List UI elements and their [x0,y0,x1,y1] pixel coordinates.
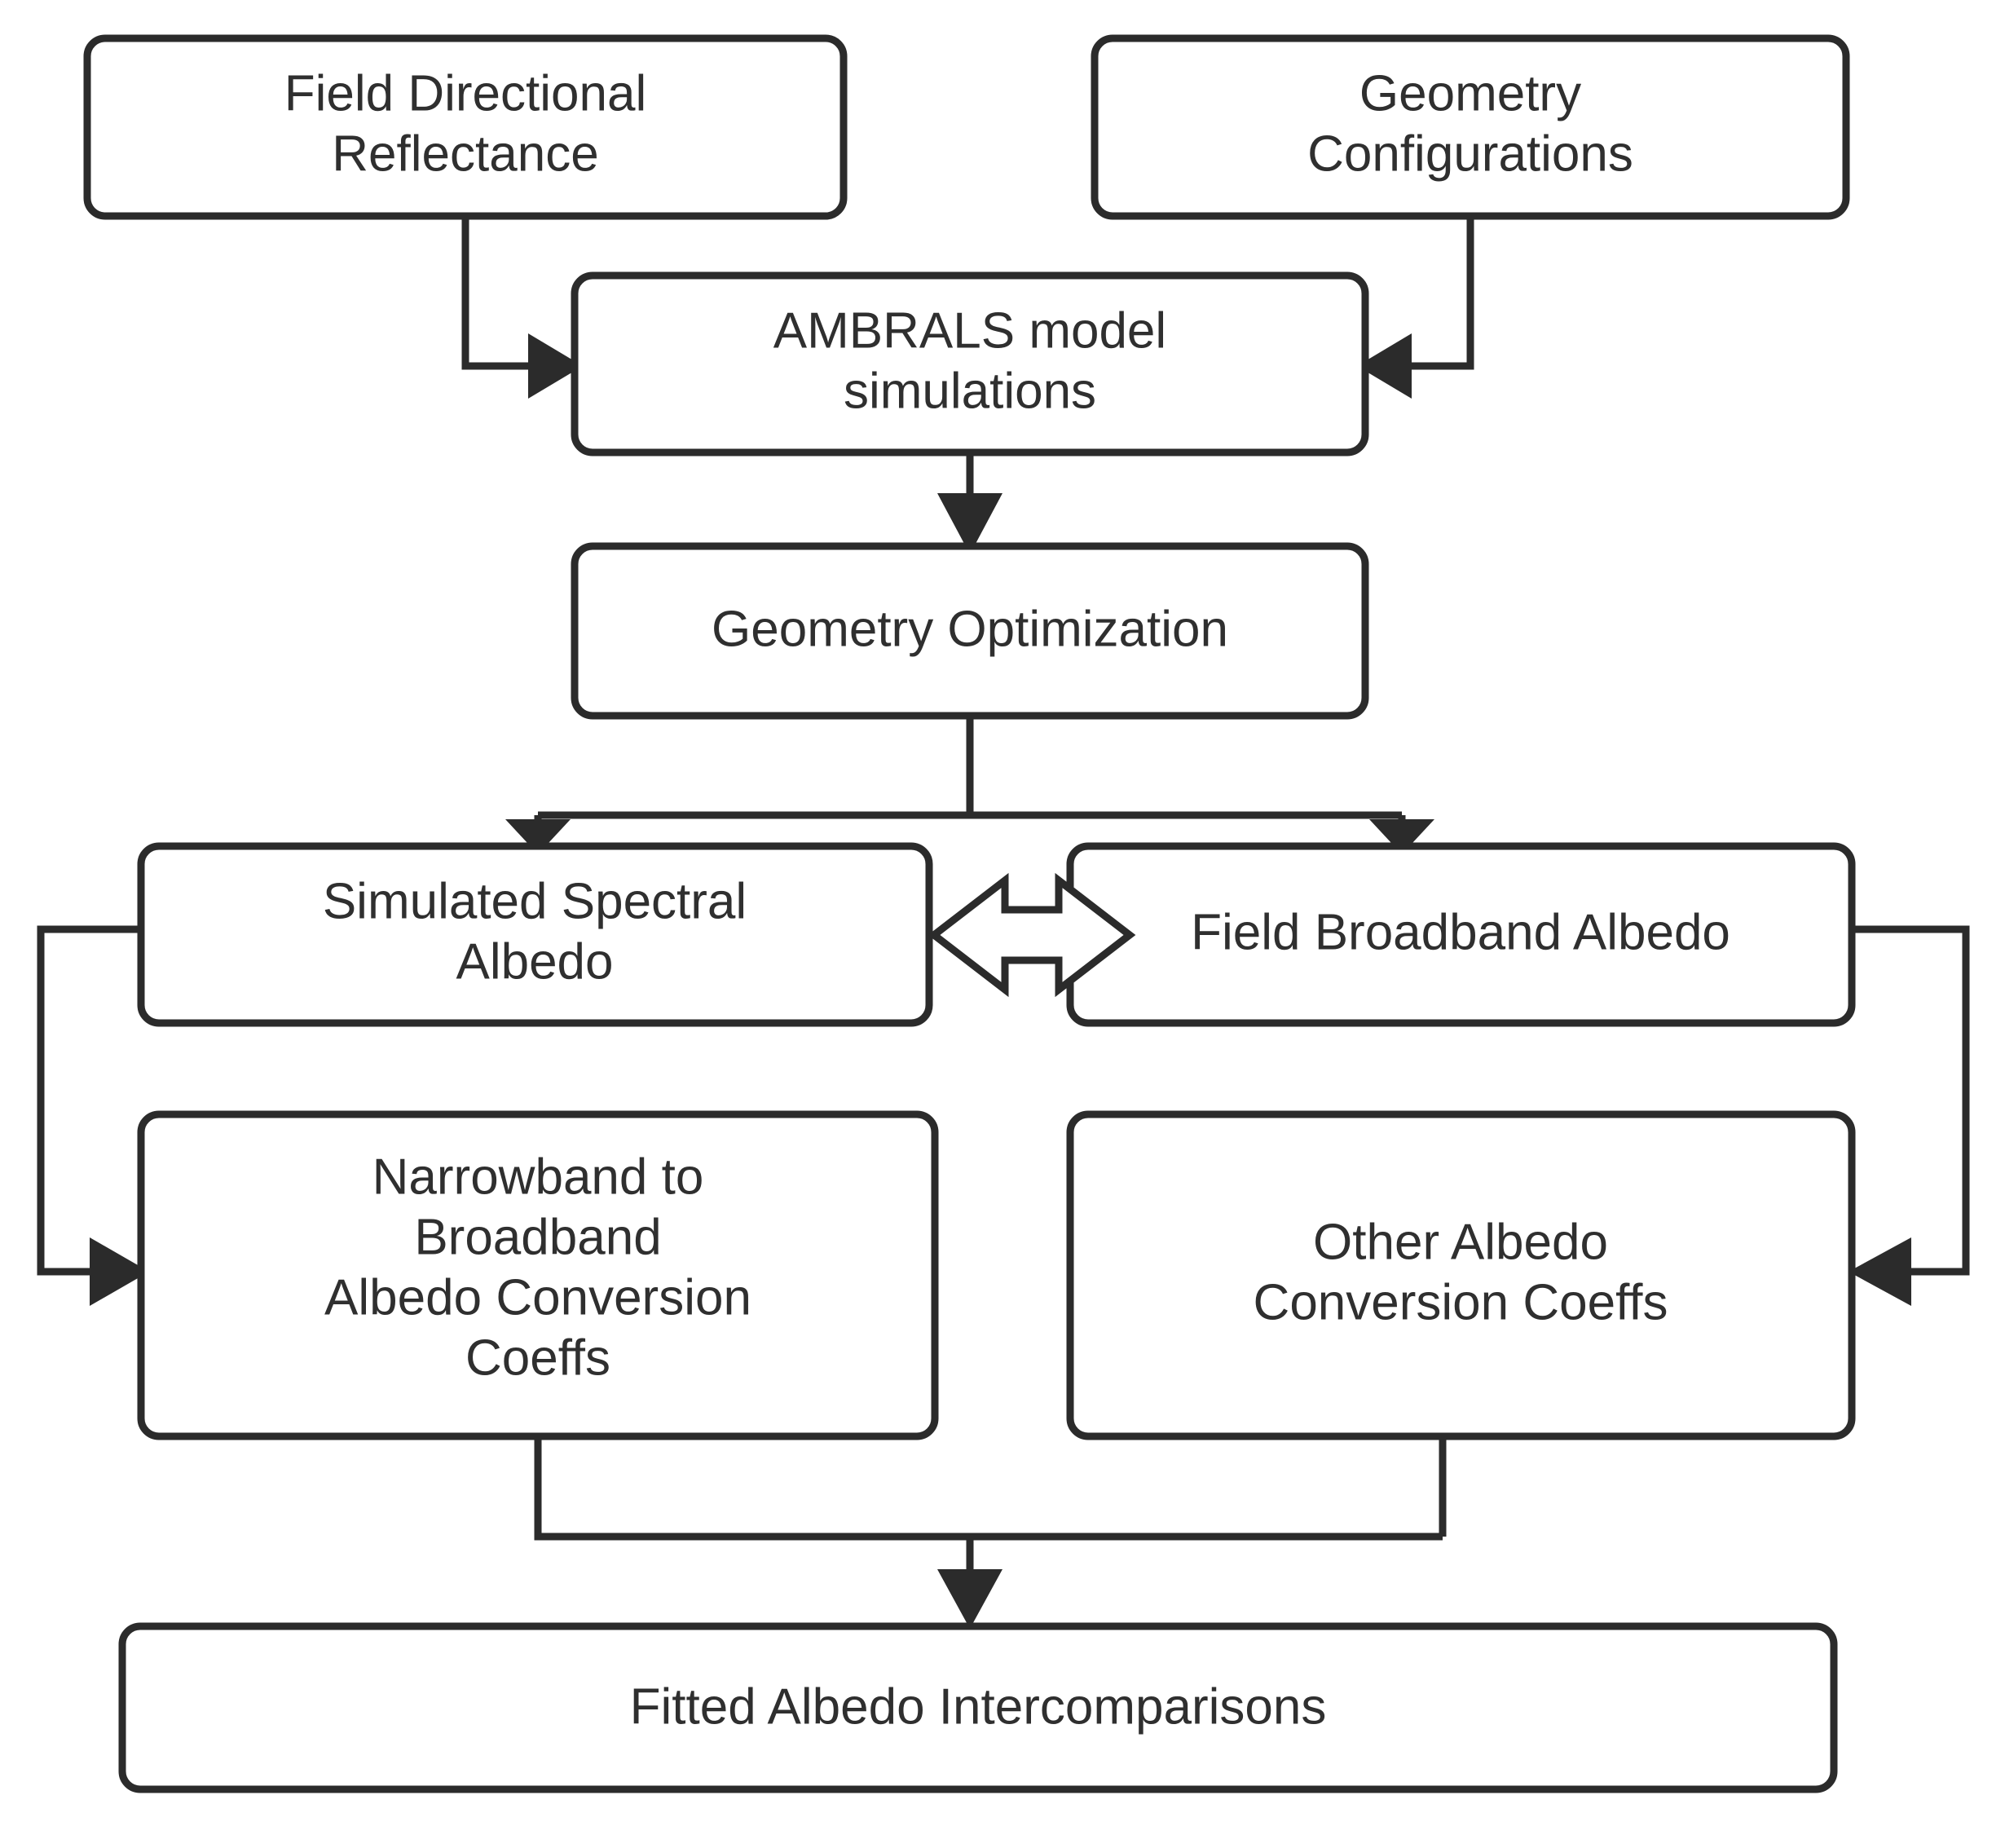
edge-geometry-configs-to-ambrals [1357,216,1474,399]
node-other-albedo-conversion-coeffs[interactable]: Other Albedo Conversion Coeffs [1066,1110,1856,1440]
node-label-line: Configurations [1307,126,1633,182]
arrowhead-down-icon [505,819,571,854]
arrowhead-left-icon [1357,333,1412,399]
node-box[interactable] [1091,34,1850,220]
edge-optimization-to-simulated-albedo [505,819,571,854]
arrowhead-right-icon [528,333,583,399]
edge-field-albedo-to-other-coeffs [1849,925,1970,1306]
node-label-line: Reflectance [332,126,598,182]
double-arrow-icon [928,872,1136,998]
node-label-line: Broadband [414,1209,661,1265]
edge-ambrals-to-optimization [937,452,1002,554]
node-box[interactable] [571,271,1369,456]
edge-reflectance-to-ambrals [461,216,583,399]
node-box[interactable] [83,34,848,220]
arrowhead-down-icon [937,1569,1002,1629]
node-label-line: Narrowband to [372,1149,704,1205]
arrowhead-right-icon [90,1237,149,1306]
connector-layer [37,216,1970,1629]
node-field-broadband-albedo[interactable]: Field Broadband Albedo [1066,842,1856,1027]
edge-optimization-to-field-albedo [1369,819,1434,854]
arrowhead-down-icon [1369,819,1434,854]
node-label-line: Field Broadband Albedo [1191,904,1730,960]
node-label-line: Other Albedo [1313,1214,1608,1270]
arrowhead-down-icon [937,493,1002,554]
node-label-line: Simulated Spectral [323,873,747,929]
edge-optimization-split [505,716,1434,854]
node-box[interactable] [571,542,1369,720]
node-label-line: Albedo [456,933,613,990]
node-ambrals-model-simulations[interactable]: AMBRALS model simulations [571,271,1369,456]
node-field-directional-reflectance[interactable]: Field Directional Reflectance [83,34,848,220]
node-label-line: Albedo Conversion [324,1269,751,1325]
node-simulated-spectral-albedo[interactable]: Simulated Spectral Albedo [137,842,933,1027]
node-label-line: Conversion Coeffs [1254,1274,1668,1330]
arrowhead-left-icon [1849,1237,1911,1306]
node-box[interactable] [118,1622,1838,1793]
edge-simulated-albedo-to-narrowband [37,925,149,1306]
node-box[interactable] [137,1110,939,1440]
node-geometry-optimization[interactable]: Geometry Optimization [571,542,1369,720]
node-label-line: simulations [844,363,1096,419]
node-label-line: Coeffs [465,1330,610,1386]
edge-simulated-vs-field-albedo [928,872,1136,998]
node-label-line: Fitted Albedo Intercomparisons [630,1678,1327,1735]
edge-coeffs-merge-to-fitted [534,1436,1447,1629]
node-label-line: Geometry Optimization [712,601,1228,657]
node-fitted-albedo-intercomparisons[interactable]: Fitted Albedo Intercomparisons [118,1622,1838,1793]
node-box[interactable] [1066,1110,1856,1440]
node-label-line: AMBRALS model [773,302,1166,359]
node-narrowband-to-broadband-albedo-conversion-coeffs[interactable]: Narrowband to Broadband Albedo Conversio… [137,1110,939,1440]
node-geometry-configurations[interactable]: Geometry Configurations [1091,34,1850,220]
node-label-line: Field Directional [284,65,647,121]
node-label-line: Geometry [1359,65,1581,121]
